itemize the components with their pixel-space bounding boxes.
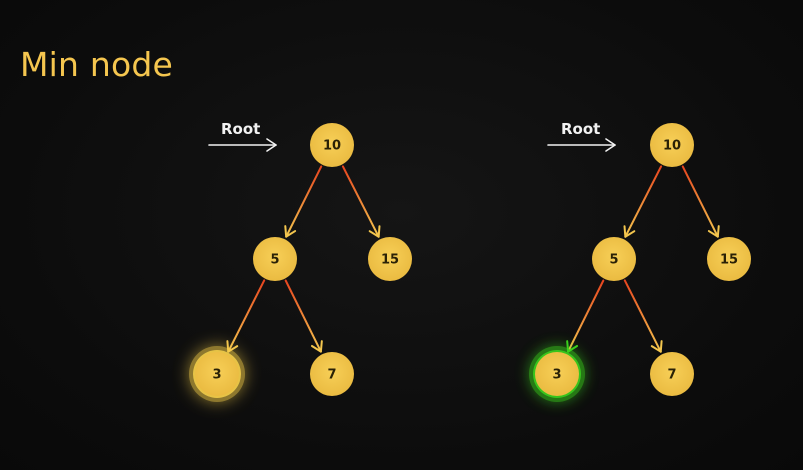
edge-n5-n7 (284, 279, 323, 353)
edge-n10-n15 (341, 165, 381, 238)
tree-node-3: 3 (189, 346, 245, 402)
tree-node-7: 7 (310, 352, 354, 396)
root-arrow (547, 138, 616, 152)
node-value: 5 (609, 253, 618, 268)
tree-right: Root 10 5 15 3 7 (529, 120, 751, 402)
node-circle (650, 123, 694, 167)
node-value: 10 (663, 139, 681, 154)
edge-n5-n3 (566, 279, 605, 353)
node-value: 15 (720, 253, 738, 268)
node-circle (310, 352, 354, 396)
edge-n5-n3 (226, 279, 266, 353)
node-value: 7 (327, 368, 336, 383)
node-value: 3 (552, 368, 561, 383)
edge-n10-n15 (681, 165, 720, 238)
node-value: 15 (381, 253, 399, 268)
root-label: Root (561, 120, 600, 138)
edge-n10-n5 (623, 165, 663, 238)
tree-node-15: 15 (368, 237, 412, 281)
node-circle (368, 237, 412, 281)
root-arrow (208, 138, 277, 152)
tree-node-3: 3 (529, 346, 585, 402)
node-circle (707, 237, 751, 281)
node-circle (650, 352, 694, 396)
edge-n10-n5 (284, 165, 323, 238)
node-value: 5 (270, 253, 279, 268)
tree-node-5: 5 (592, 237, 636, 281)
node-value: 7 (667, 368, 676, 383)
tree-node-10: 10 (310, 123, 354, 167)
slide-title: Min node (20, 45, 174, 84)
tree-node-15: 15 (707, 237, 751, 281)
root-label: Root (221, 120, 260, 138)
node-circle (253, 237, 297, 281)
tree-node-7: 7 (650, 352, 694, 396)
node-circle (195, 352, 239, 396)
node-circle (535, 352, 579, 396)
edge-n5-n7 (623, 279, 663, 353)
tree-node-5: 5 (253, 237, 297, 281)
node-value: 10 (323, 139, 341, 154)
tree-left: Root 10 5 15 3 7 (189, 120, 412, 402)
node-value: 3 (212, 368, 221, 383)
node-circle (592, 237, 636, 281)
tree-node-10: 10 (650, 123, 694, 167)
node-circle (310, 123, 354, 167)
